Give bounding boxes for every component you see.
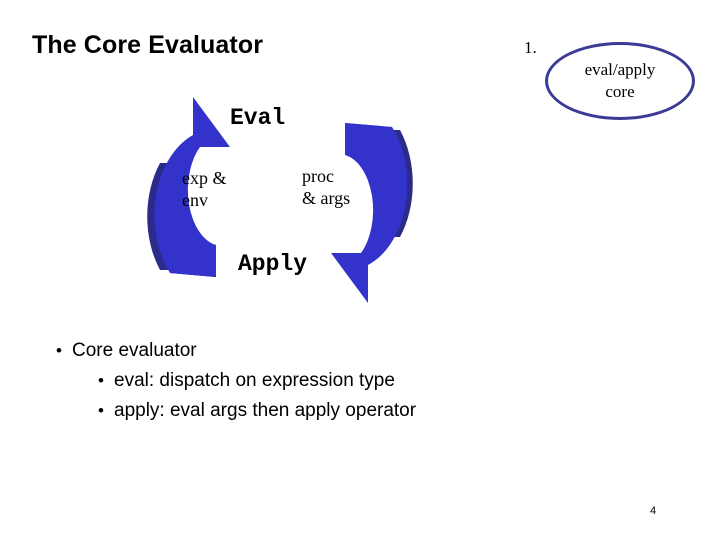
- proc-args-line-1: proc: [302, 166, 334, 186]
- right-arrow-body: [331, 123, 408, 303]
- eval-apply-cycle-diagram: Eval Apply exp & env proc & args: [130, 85, 430, 315]
- cycle-label-proc-args: proc & args: [302, 165, 350, 209]
- callout-annotation: 1. eval/apply core: [520, 32, 710, 132]
- cycle-label-apply: Apply: [238, 251, 308, 277]
- callout-number: 1.: [524, 38, 537, 57]
- cycle-label-eval: Eval: [230, 105, 286, 131]
- list-item: • apply: eval args then apply operator: [98, 396, 616, 426]
- cycle-arrows-graphic: [147, 97, 413, 303]
- right-arrow-apply: [331, 123, 413, 303]
- right-arrow-tail: [345, 123, 395, 163]
- right-arrow-shadow: [385, 130, 413, 237]
- callout-line-1: eval/apply: [584, 60, 656, 79]
- page-title: The Core Evaluator: [32, 31, 264, 59]
- bullet-dot-icon: •: [56, 341, 62, 360]
- callout-line-2: core: [605, 82, 635, 101]
- cycle-label-exp-env: exp & env: [182, 167, 227, 211]
- bullet-dot-icon: •: [98, 401, 104, 420]
- exp-env-line-1: exp &: [182, 168, 227, 188]
- bullet-dot-icon: •: [98, 371, 104, 390]
- list-item: • Core evaluator: [56, 336, 616, 366]
- callout-text: eval/apply core: [545, 42, 695, 120]
- left-arrow-body: [154, 97, 230, 277]
- exp-env-line-2: env: [182, 190, 208, 210]
- left-arrow-eval: [147, 97, 230, 277]
- callout-oval-shape: [545, 42, 695, 120]
- bullet-list: • Core evaluator • eval: dispatch on exp…: [56, 336, 616, 426]
- list-item-label: apply: eval args then apply operator: [114, 400, 417, 421]
- list-item-label: eval: dispatch on expression type: [114, 370, 395, 391]
- list-item-label: Core evaluator: [72, 340, 197, 361]
- left-arrow-shadow: [147, 163, 175, 270]
- page-number: 4: [650, 505, 657, 517]
- list-item: • eval: dispatch on expression type: [98, 366, 616, 396]
- proc-args-line-2: & args: [302, 188, 351, 208]
- left-arrow-tail-face: [166, 237, 216, 277]
